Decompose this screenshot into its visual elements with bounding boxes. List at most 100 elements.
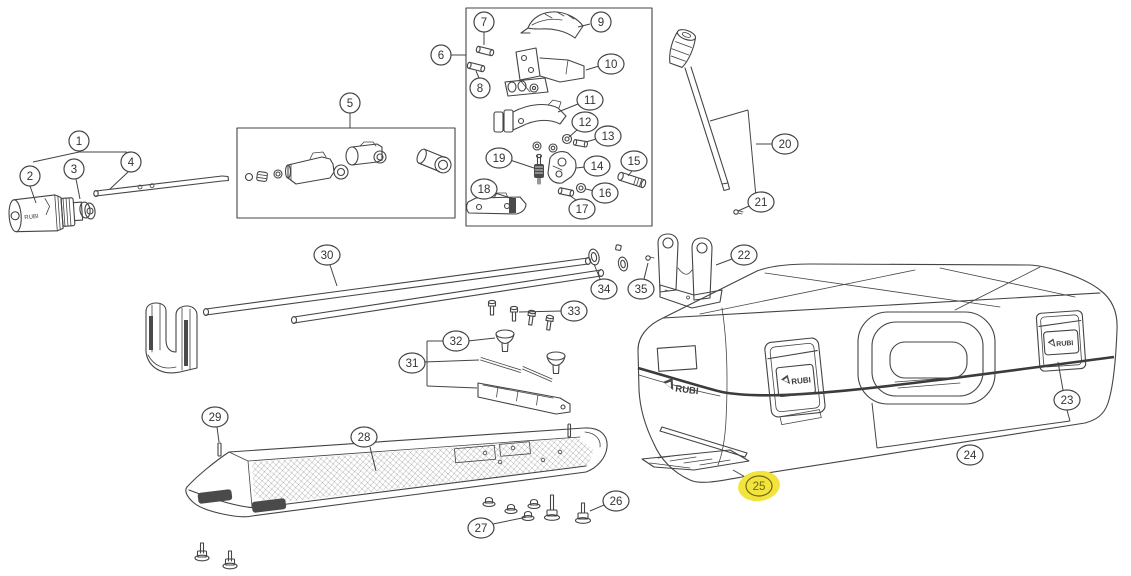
- svg-text:35: 35: [635, 284, 648, 296]
- part-16-nut: [575, 182, 587, 194]
- callout-32[interactable]: 32: [426, 330, 496, 389]
- callout-19[interactable]: 19: [485, 147, 535, 169]
- case-recess: [656, 345, 698, 372]
- part-small-nut: [548, 143, 558, 153]
- callout-29[interactable]: 29: [201, 406, 229, 443]
- svg-text:14: 14: [591, 161, 604, 173]
- svg-text:18: 18: [478, 184, 491, 196]
- callout-26[interactable]: 26: [589, 490, 630, 512]
- callout-10[interactable]: 10: [585, 53, 625, 75]
- svg-text:4: 4: [128, 157, 135, 169]
- callout-11[interactable]: 11: [557, 89, 604, 113]
- svg-text:28: 28: [358, 432, 371, 444]
- callout-6[interactable]: 6: [430, 44, 466, 66]
- svg-text:26: 26: [610, 496, 623, 508]
- part-27-nuts: [482, 496, 541, 522]
- case-handle: [857, 311, 996, 405]
- callout-2[interactable]: 2: [19, 165, 41, 204]
- callout-5[interactable]: 5: [339, 92, 361, 128]
- case-brand-latch2: RUBI: [1056, 340, 1074, 348]
- part-33-screws: [487, 299, 555, 331]
- svg-text:24: 24: [964, 450, 977, 462]
- callout-25[interactable]: 25: [732, 468, 782, 504]
- callout-1[interactable]: 1: [32, 130, 127, 163]
- callout-31[interactable]: 31: [398, 352, 480, 374]
- callout-33[interactable]: 33: [518, 300, 588, 322]
- svg-text:29: 29: [209, 412, 222, 424]
- part-3-washer: [79, 201, 96, 220]
- svg-text:11: 11: [584, 95, 596, 107]
- svg-text:5: 5: [347, 98, 353, 110]
- svg-text:17: 17: [576, 204, 589, 216]
- callout-20[interactable]: 20: [709, 109, 799, 198]
- part-31-guide: [477, 357, 571, 415]
- svg-text:3: 3: [71, 164, 77, 176]
- part-9-cover: [520, 11, 584, 39]
- callout-7[interactable]: 7: [473, 11, 495, 45]
- svg-text:9: 9: [598, 17, 604, 29]
- svg-text:15: 15: [628, 156, 641, 168]
- case-brand-latch1: RUBI: [791, 375, 811, 386]
- callout-4[interactable]: 4: [109, 151, 142, 190]
- part-4-rod: [93, 175, 230, 198]
- callout-28[interactable]: 28: [350, 426, 378, 472]
- callout-14[interactable]: 14: [575, 155, 611, 177]
- part-5-tee: [345, 141, 387, 166]
- svg-text:12: 12: [579, 117, 592, 129]
- part-2-handle-grip: RUBI: [8, 194, 84, 233]
- part-13-pin: [572, 139, 588, 148]
- part-handle-assembly: RUBI: [8, 175, 230, 233]
- part-22-support-bracket: [657, 233, 723, 309]
- callout-8[interactable]: 8: [469, 70, 491, 99]
- callout-23[interactable]: 23: [1053, 361, 1081, 411]
- part-18-arm: [466, 192, 527, 215]
- svg-text:32: 32: [450, 336, 463, 348]
- highlight-marker: [738, 470, 780, 502]
- left-support-bracket: [145, 302, 198, 374]
- svg-text:33: 33: [568, 306, 581, 318]
- bottom-screws: [194, 542, 238, 570]
- part-8-pin: [466, 61, 486, 73]
- part-26-bolts: [543, 494, 592, 524]
- callout-9[interactable]: 9: [577, 11, 612, 33]
- callout-13[interactable]: 13: [585, 125, 622, 147]
- svg-text:13: 13: [602, 131, 615, 143]
- svg-text:31: 31: [406, 358, 419, 370]
- callout-3[interactable]: 3: [63, 158, 85, 200]
- svg-text:22: 22: [738, 250, 751, 262]
- part-35-ring-screw: [615, 244, 655, 272]
- part-30-rails: [202, 256, 605, 325]
- svg-text:30: 30: [321, 250, 334, 262]
- callout-22[interactable]: 22: [715, 244, 758, 266]
- part-15-bolt: [617, 171, 647, 189]
- svg-text:1: 1: [76, 136, 82, 148]
- callout-35[interactable]: 35: [627, 262, 655, 300]
- part-28-base-platform: [185, 423, 608, 518]
- part-7-pin: [475, 45, 495, 57]
- part-20-lever-handle: [669, 29, 744, 215]
- case-logo-left: RUBI: [663, 378, 699, 397]
- part-34-ring: [588, 248, 600, 266]
- part-5-arm: [284, 151, 349, 185]
- callout-15[interactable]: 15: [620, 150, 648, 177]
- callout-17[interactable]: 17: [568, 194, 596, 220]
- svg-text:6: 6: [438, 50, 444, 62]
- part-small-nut: [532, 141, 542, 151]
- callout-21[interactable]: 21: [737, 191, 775, 213]
- callout-34[interactable]: 34: [590, 263, 618, 300]
- callout-30[interactable]: 30: [313, 244, 341, 287]
- svg-text:21: 21: [755, 197, 768, 209]
- part-5-elbow: [416, 148, 452, 174]
- part-5-box-assembly: [236, 127, 456, 219]
- callout-27[interactable]: 27: [467, 516, 528, 539]
- part-14-cam: [547, 151, 577, 184]
- callout-18[interactable]: 18: [470, 178, 515, 200]
- svg-text:27: 27: [475, 523, 488, 535]
- callout-12[interactable]: 12: [568, 111, 599, 138]
- part-11-lever: [493, 99, 567, 133]
- callout-16[interactable]: 16: [585, 182, 619, 204]
- callout-24[interactable]: 24: [871, 402, 1071, 466]
